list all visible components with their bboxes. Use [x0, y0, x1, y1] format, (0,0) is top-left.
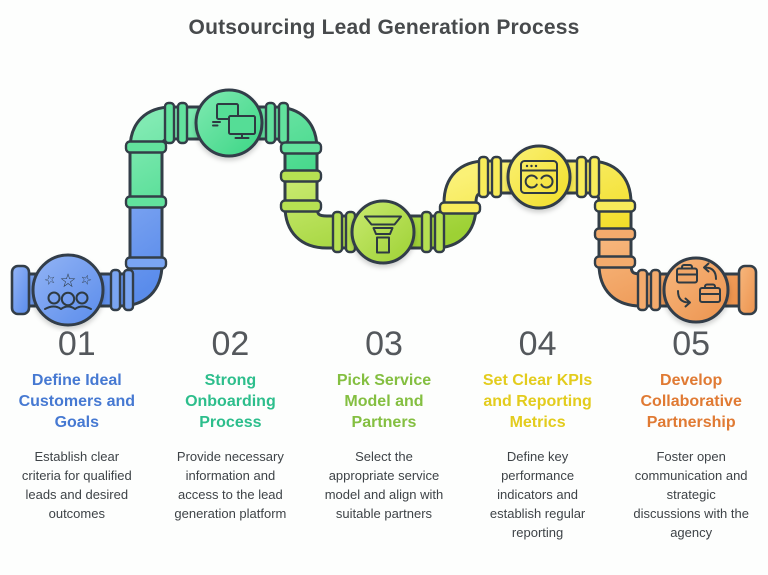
step-5-column: 05 Develop Collaborative Partnership Fos… — [614, 327, 768, 543]
pipeline-diagram: ☆ ☆ ☆ — [10, 88, 758, 327]
computer-monitors-icon — [212, 103, 256, 139]
pipe-endcap-right — [737, 264, 758, 316]
step-1-description: Establish clear criteria for qualified l… — [21, 449, 132, 521]
step-1-title: Define Ideal Customers and Goals — [18, 372, 136, 432]
step-3-number: 03 — [365, 325, 403, 363]
browser-sync-icon — [520, 160, 558, 194]
svg-text:☆: ☆ — [78, 272, 94, 290]
step-4-description: Define key performance indicators and es… — [489, 449, 586, 540]
step-2-description: Provide necessary information and access… — [174, 449, 287, 521]
step-3-description: Select the appropriate service model and… — [324, 449, 444, 521]
step-2-title: Strong Onboarding Process — [185, 372, 276, 432]
step-3-node — [350, 199, 416, 265]
step-1-number: 01 — [57, 325, 96, 363]
step-3-title: Pick Service Model and Partners — [336, 372, 432, 432]
step-2-number: 02 — [211, 325, 250, 363]
page-title: Outsourcing Lead Generation Process — [188, 16, 580, 39]
pipe-endcap-left — [10, 264, 31, 316]
step-4-node — [506, 144, 572, 210]
step-5-title: Develop Collaborative Partnership — [640, 372, 742, 432]
step-5-number: 05 — [672, 325, 711, 363]
step-3-column: 03 Pick Service Model and Partners Selec… — [307, 327, 461, 543]
svg-text:☆: ☆ — [59, 270, 76, 292]
step-2-column: 02 Strong Onboarding Process Provide nec… — [154, 327, 308, 543]
customers-stars-icon: ☆ ☆ ☆ — [42, 270, 94, 310]
step-4-title: Set Clear KPIs and Reporting Metrics — [482, 372, 593, 432]
step-4-column: 04 Set Clear KPIs and Reporting Metrics … — [461, 327, 615, 543]
step-5-description: Foster open communication and strategic … — [633, 449, 749, 540]
briefcase-exchange-icon — [676, 262, 721, 308]
pipe-couplings — [109, 101, 662, 312]
funnel-icon — [364, 215, 402, 254]
step-4-number: 04 — [518, 325, 557, 363]
step-1-column: 01 Define Ideal Customers and Goals Esta… — [0, 327, 154, 543]
steps-row: 01 Define Ideal Customers and Goals Esta… — [0, 327, 768, 543]
svg-text:☆: ☆ — [42, 272, 58, 290]
pipe-segment-lime — [286, 174, 475, 247]
